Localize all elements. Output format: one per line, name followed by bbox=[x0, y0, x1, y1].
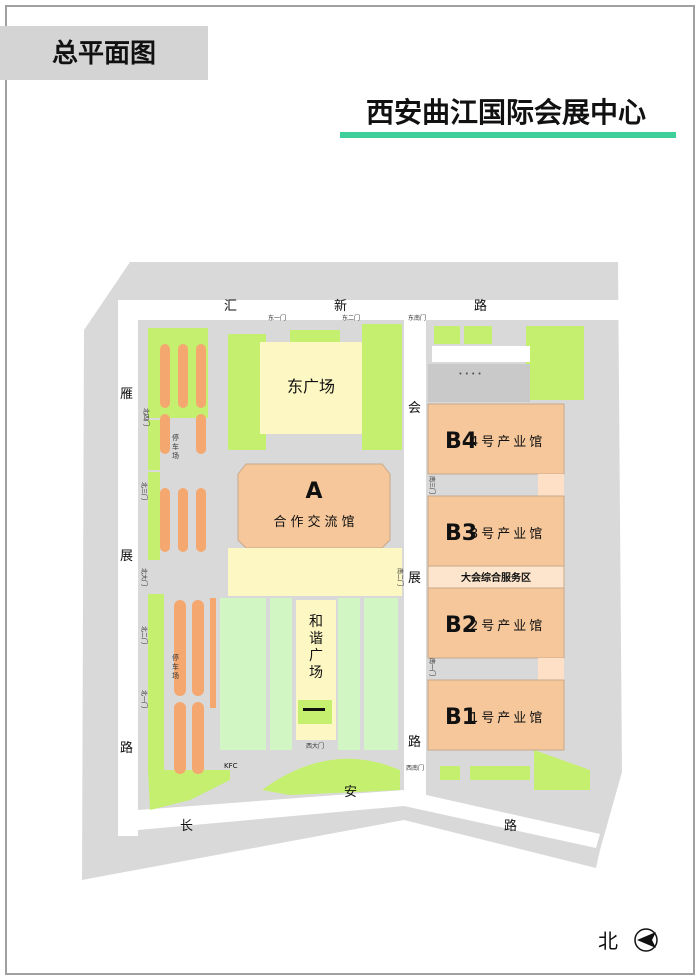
hall-b4[interactable]: B4 4号产业馆 bbox=[427, 403, 565, 475]
gate-east-2: 东二门 bbox=[342, 314, 360, 322]
hall-b3-code: B3 bbox=[445, 521, 477, 546]
green-strip-east-top bbox=[290, 330, 340, 342]
harmony-plaza-label: 和谐广场 bbox=[309, 614, 323, 681]
light-green-west-2 bbox=[270, 598, 292, 750]
green-b-bottom-3 bbox=[534, 750, 590, 790]
east-plaza bbox=[260, 342, 362, 434]
parking-label: 停车场 bbox=[172, 433, 179, 460]
central-concourse bbox=[228, 548, 402, 596]
service-zone-label: 大会综合服务区 bbox=[461, 571, 531, 584]
page-title: 西安曲江国际会展中心 bbox=[366, 96, 646, 129]
kfc-label: KFC bbox=[224, 762, 238, 770]
hall-a[interactable] bbox=[237, 463, 391, 549]
harmony-plaza-green bbox=[298, 700, 332, 724]
road-west-char-2: 展 bbox=[120, 549, 133, 564]
road-west-char-1: 雁 bbox=[120, 387, 133, 402]
road-north-char-1: 汇 bbox=[224, 299, 237, 314]
gate-south-2: 南二门 bbox=[396, 568, 404, 586]
gate-north-4: 北四门 bbox=[142, 408, 150, 426]
south-road bbox=[138, 790, 600, 848]
hall-b2-code: B2 bbox=[445, 613, 477, 638]
gray-lot bbox=[428, 364, 530, 402]
green-area-east-plaza-left bbox=[228, 334, 266, 450]
road-south-char-2: 安 bbox=[344, 785, 357, 800]
light-green-east-2 bbox=[338, 598, 360, 750]
header-badge bbox=[0, 26, 208, 80]
green-area-east-plaza-right bbox=[362, 324, 402, 450]
hall-a-code: A bbox=[305, 479, 322, 504]
green-strip-2 bbox=[148, 472, 160, 560]
gate-west-south: 西南门 bbox=[406, 764, 424, 772]
parking-label-2: 停车场 bbox=[172, 653, 179, 680]
white-strip bbox=[432, 346, 530, 362]
road-middle-char-2: 展 bbox=[408, 571, 421, 586]
hall-b2[interactable]: B2 2号产业馆 bbox=[427, 587, 565, 659]
road-west-char-3: 路 bbox=[120, 740, 133, 756]
gate-north-1: 北一门 bbox=[140, 690, 148, 708]
hall-b3-name: 3号产业馆 bbox=[470, 527, 545, 542]
gate-west-main: 西大门 bbox=[306, 742, 324, 750]
green-strip-3 bbox=[148, 594, 164, 700]
parking-lot-south bbox=[174, 598, 216, 774]
east-plaza-label: 东广场 bbox=[287, 377, 335, 396]
green-area-sw bbox=[148, 770, 230, 810]
hall-b1[interactable]: B1 1号产业馆 bbox=[427, 679, 565, 751]
hall-b2-name: 2号产业馆 bbox=[470, 619, 545, 634]
green-strip-4 bbox=[148, 700, 164, 770]
page-badge-text: 总平面图 bbox=[52, 39, 156, 69]
hall-b1-name: 1号产业馆 bbox=[470, 711, 545, 726]
road-south-char-1: 长 bbox=[180, 819, 193, 834]
middle-road bbox=[404, 320, 426, 805]
road-north-char-3: 路 bbox=[474, 298, 487, 314]
compass-label: 北 bbox=[598, 929, 618, 953]
hall-b2-annex bbox=[538, 658, 564, 680]
north-arrow-icon bbox=[634, 928, 658, 952]
hall-a-name: 合作交流馆 bbox=[273, 514, 358, 530]
parking-lot-north bbox=[160, 344, 206, 552]
title-underline bbox=[340, 132, 676, 138]
gate-north-main: 北大门 bbox=[140, 568, 148, 586]
hall-b4-code: B4 bbox=[445, 429, 477, 454]
green-b-top-3 bbox=[526, 326, 584, 400]
north-road bbox=[118, 300, 620, 320]
green-b-top-2 bbox=[464, 326, 492, 344]
road-middle-char-3: 路 bbox=[408, 734, 421, 750]
hall-b4-name: 4号产业馆 bbox=[470, 435, 545, 450]
road-middle-char-1: 会 bbox=[408, 401, 421, 416]
green-b-bottom-1 bbox=[440, 766, 460, 780]
harmony-plaza-stage bbox=[303, 708, 325, 711]
gate-east-1: 东一门 bbox=[268, 314, 286, 322]
green-b-top-1 bbox=[434, 326, 460, 344]
green-b-bottom-2 bbox=[470, 766, 530, 780]
road-south-char-3: 路 bbox=[504, 818, 517, 834]
gate-north-3: 北三门 bbox=[140, 482, 148, 500]
hall-b4-annex bbox=[538, 474, 564, 496]
road-north-char-2: 新 bbox=[334, 298, 347, 314]
light-green-east-1 bbox=[364, 598, 398, 750]
hall-b1-code: B1 bbox=[445, 705, 477, 730]
page-border bbox=[5, 5, 695, 975]
light-green-west-1 bbox=[220, 598, 266, 750]
gray-lot-dots: • • • • bbox=[458, 370, 481, 378]
gate-south-1: 南一门 bbox=[428, 658, 436, 676]
gate-north-2: 北二门 bbox=[140, 626, 148, 644]
green-strip-1 bbox=[148, 420, 160, 470]
gate-south-3: 南三门 bbox=[428, 476, 436, 494]
green-area-west-gate bbox=[262, 758, 400, 795]
hall-b3[interactable]: B3 3号产业馆 bbox=[427, 495, 565, 567]
west-road bbox=[118, 300, 138, 836]
gate-east-south: 东南门 bbox=[408, 314, 426, 322]
